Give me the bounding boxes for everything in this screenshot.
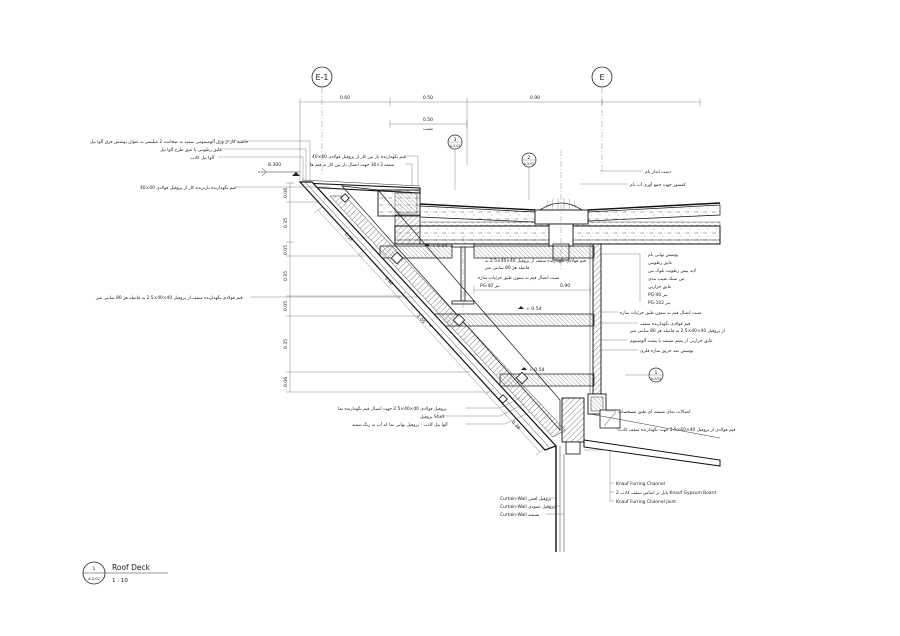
right-annotations: دست انداز بام کفشور جهت جمع آوری آب بام … xyxy=(580,170,735,505)
right-label-19: Knauf Furring Channel Joint xyxy=(616,499,676,505)
steel-column xyxy=(587,243,607,415)
lower-label-3: آلوا بیل کاذب - پروفیل نهایی نما که آب ب… xyxy=(352,422,448,428)
title-num: 1 xyxy=(93,566,96,572)
drawing-title: Roof Deck xyxy=(112,563,151,572)
level-2: + 0.54 xyxy=(526,306,542,312)
lower-label-2: پروفیل Stud xyxy=(420,414,444,420)
dim-top-1: 0.60 xyxy=(340,95,350,101)
dim-left-6: 0.35 xyxy=(283,339,289,349)
grid-label-left: E-1 xyxy=(315,73,328,82)
right-label-14: پوشش ضد حریق سازه فلزی xyxy=(640,349,694,354)
right-label-1: دست انداز بام xyxy=(645,170,671,175)
dim-left-3: 0.05 xyxy=(283,245,289,255)
right-label-18: 2 پانل بر اساس سقف کاذب Knauf Gypsum Boa… xyxy=(616,490,716,496)
roof-slab xyxy=(300,150,721,270)
section-1-sheet: A-3-02 xyxy=(651,377,662,381)
grid-bubble-left xyxy=(311,66,333,88)
lower-label-1: پروفیل فولادی 40×40×2.5 جهت اتصال قیم نگ… xyxy=(338,406,447,412)
middle-annotations: قیم فولادی نگهدارنده سقف از پروفیل 40×40… xyxy=(473,258,591,294)
left-label-5: قیم فولادی نگهدارنده سقف از پروفیل 40×40… xyxy=(95,295,243,301)
mid-label-4: PG-40 نبر xyxy=(480,283,500,289)
dim-diag-4: 0.38 xyxy=(510,420,521,432)
dim-mid: 0.50 xyxy=(423,117,433,123)
left-label-2: عایق رطوبتی با عیق طرح آلوا بیل xyxy=(160,147,223,153)
level-3: + 0.54 xyxy=(529,367,545,373)
curtain-label-1: Curtain-Wall پروفیل افقی xyxy=(500,496,552,502)
curtain-wall-annotations: Curtain-Wall پروفیل افقی Curtain-Wall پر… xyxy=(500,496,564,518)
right-label-8: PG-40 نبر xyxy=(648,292,668,298)
right-label-16: قیم فولادی از پروفیل 40×60×2.5 جهت نگهدا… xyxy=(618,427,735,433)
title-block: 1 A-3-02 Roof Deck 1 : 10 xyxy=(82,561,168,585)
section-3-sheet: A-3-02 xyxy=(450,144,461,148)
right-label-17: Knauf Furring Channel xyxy=(616,481,665,487)
level-marks: + 0.44 + 0.54 + 0.54 xyxy=(424,243,545,373)
right-label-6: بتن سبک شیب بندی xyxy=(648,276,685,282)
right-label-13: عایق حرارتی از پشم شیشه با پشت آلومینیوم xyxy=(630,338,713,344)
dim-inner-1: 0.90 xyxy=(560,283,570,289)
steel-i-beam xyxy=(451,236,475,312)
right-label-5: لایه پیش رطوبت بلوک بتن xyxy=(648,268,696,274)
right-label-12: از پروفیل 40×40×2.5 به فاصله هر 80 سانتی… xyxy=(629,328,725,334)
mid-label-2: فاصله هر 80 سانتی متر xyxy=(484,265,529,271)
dim-left-5: 0.05 xyxy=(283,301,289,311)
section-3-num: 3 xyxy=(454,137,457,143)
top-label-2: تسمه 3×30 جهت اتصال بار بین کار به قیم ه… xyxy=(310,162,395,168)
top-dimension-chain: 0.60 0.50 0.90 0.50 شیب xyxy=(299,95,701,180)
grid-bubble-right xyxy=(591,66,613,88)
top-label-1: قیم نگهدارنده بار بین کار از پروفیل فولا… xyxy=(312,154,406,160)
right-label-2: کفشور جهت جمع آوری آب بام xyxy=(630,182,687,188)
dim-diag-2: 0.62 xyxy=(383,276,394,288)
right-label-10: منبت اتصال قیم به ستون طبق جزئیات سازه xyxy=(620,311,701,316)
mid-label-3: منبت اتصال قیم به ستون طبق جزئیات سازه xyxy=(478,276,559,281)
drawing-scale: 1 : 10 xyxy=(112,578,128,584)
left-label-4: قیم نگهدارنده باربرنده کار از پروفیل فول… xyxy=(140,185,236,191)
right-label-9: PG-102 نبر xyxy=(648,300,670,306)
sloped-facade: 0.52 0.62 1.05 0.38 xyxy=(298,181,566,456)
section-2-num: 2 xyxy=(528,155,531,161)
curtain-label-3: Curtain-Wall شیشه xyxy=(500,512,540,518)
curtain-wall xyxy=(555,397,721,552)
right-label-4: عایق رطوبتی xyxy=(648,261,673,266)
dim-left-7: 0.06 xyxy=(283,377,289,387)
mid-label-1: قیم فولادی نگهدارنده سقف از پروفیل 40×40… xyxy=(485,258,586,264)
title-sheet: A-3-02 xyxy=(88,577,100,581)
dim-top-3: 0.90 xyxy=(530,95,540,101)
right-label-3: پوشش نهایی بام xyxy=(648,253,679,258)
dim-diag-1: 0.52 xyxy=(343,232,354,244)
section-bubble-1[interactable]: 1 A-3-02 xyxy=(625,367,664,383)
left-annotations: حاشیه کار از ورق آلومینیومی سفید به ضخام… xyxy=(90,139,418,301)
grid-axes: E-1 E xyxy=(311,66,613,175)
elevation-top-value: 8.300 xyxy=(268,162,281,168)
dim-left-1: 0.06 xyxy=(283,188,289,198)
section-bubble-2[interactable]: 2 A-3-02 xyxy=(521,152,537,200)
left-label-1: حاشیه کار از ورق آلومینیومی سفید به ضخام… xyxy=(90,139,249,145)
dim-diag-3: 1.05 xyxy=(415,314,426,326)
right-label-15: اتصالات نمای شیشه ای طبق مشخصات xyxy=(618,410,691,415)
section-1-num: 1 xyxy=(655,370,658,376)
left-dimension-chain: 0.06 0.35 0.05 0.35 0.05 0.35 0.06 xyxy=(283,182,490,393)
dim-left-2: 0.35 xyxy=(283,218,289,228)
grid-label-right: E xyxy=(599,73,604,82)
right-label-7: عایق حرارتی xyxy=(648,285,672,290)
dim-top-2: 0.50 xyxy=(423,95,433,101)
elevation-mark-top: 8.300 xyxy=(258,162,300,177)
curtain-label-2: Curtain-Wall پروفیل عمودی xyxy=(500,504,556,510)
level-1: + 0.44 xyxy=(432,243,448,249)
dim-mid-sub: شیب xyxy=(423,127,433,132)
left-label-3: آلوا بیل کاذب xyxy=(190,155,215,161)
right-label-11: قیم فولادی نگهدارنده سقف xyxy=(640,321,690,327)
lower-left-annotations: پروفیل فولادی 40×40×2.5 جهت اتصال قیم نگ… xyxy=(338,397,531,428)
top-annotations: قیم نگهدارنده بار بین کار از پروفیل فولا… xyxy=(310,154,419,186)
section-bubble-3[interactable]: 3 A-3-02 xyxy=(447,134,463,190)
dim-left-4: 0.35 xyxy=(283,271,289,281)
section-2-sheet: A-3-02 xyxy=(524,162,535,166)
